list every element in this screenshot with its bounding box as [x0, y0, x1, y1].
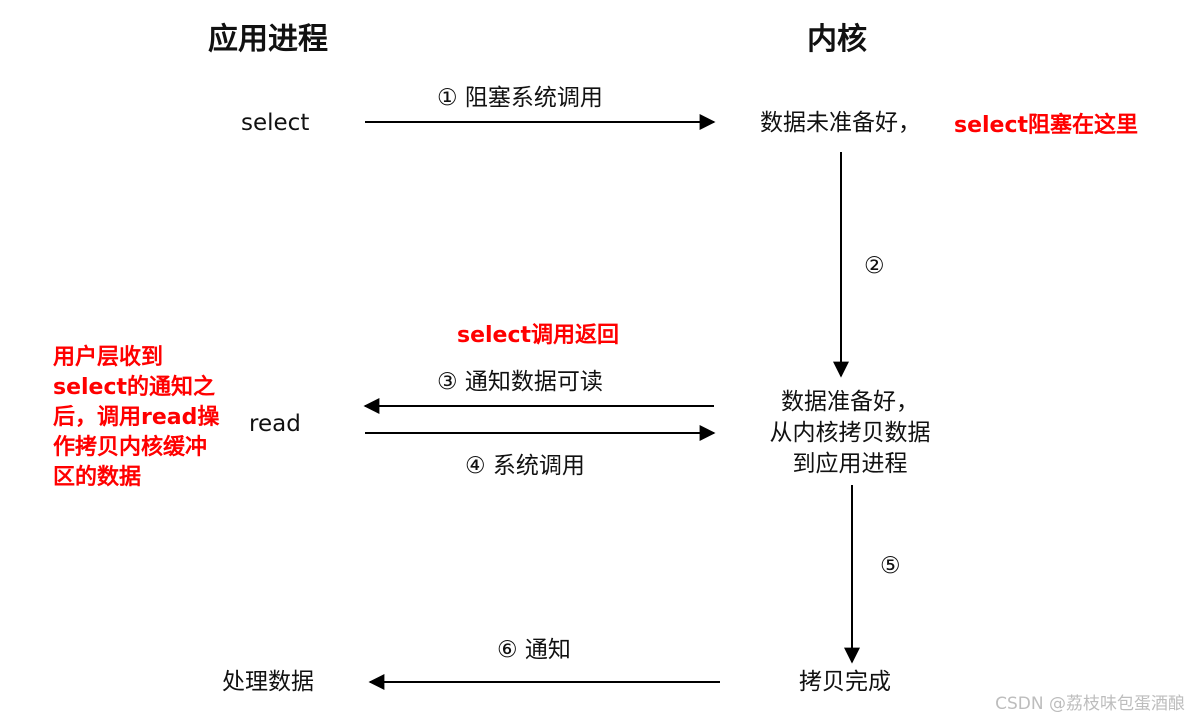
data-ready-block: 数据准备好， 从内核拷贝数据 到应用进程	[740, 387, 960, 480]
copy-complete-label: 拷贝完成	[799, 669, 891, 695]
step4-label: ④ 系统调用	[465, 453, 585, 479]
step3-label: ③ 通知数据可读	[437, 369, 603, 395]
header-kernel: 内核	[807, 22, 867, 57]
data-ready-line: 到应用进程	[792, 451, 908, 477]
data-ready-line: 数据准备好，	[781, 389, 919, 415]
step2-label: ②	[864, 253, 885, 279]
data-not-ready-label: 数据未准备好，	[760, 110, 921, 136]
note-line: select的通知之	[53, 375, 216, 400]
select-return-label: select调用返回	[457, 323, 620, 348]
select-blocked-note: select阻塞在这里	[954, 113, 1139, 138]
watermark: CSDN @荔枝味包蛋酒酿	[995, 694, 1185, 714]
step5-label: ⑤	[880, 553, 901, 579]
note-line: 作拷贝内核缓冲	[53, 435, 208, 460]
step6-label: ⑥ 通知	[497, 637, 571, 663]
select-call-label: select	[241, 110, 310, 136]
step1-label: ① 阻塞系统调用	[437, 85, 603, 111]
data-ready-line: 从内核拷贝数据	[769, 420, 931, 446]
process-data-label: 处理数据	[222, 669, 314, 695]
note-line: 后，调用read操	[53, 405, 220, 430]
note-line: 区的数据	[53, 465, 142, 490]
header-app-process: 应用进程	[208, 22, 328, 57]
read-call-label: read	[249, 411, 301, 437]
read-explanation-note: 用户层收到 select的通知之 后，调用read操 作拷贝内核缓冲 区的数据	[53, 343, 219, 493]
note-line: 用户层收到	[53, 345, 164, 370]
